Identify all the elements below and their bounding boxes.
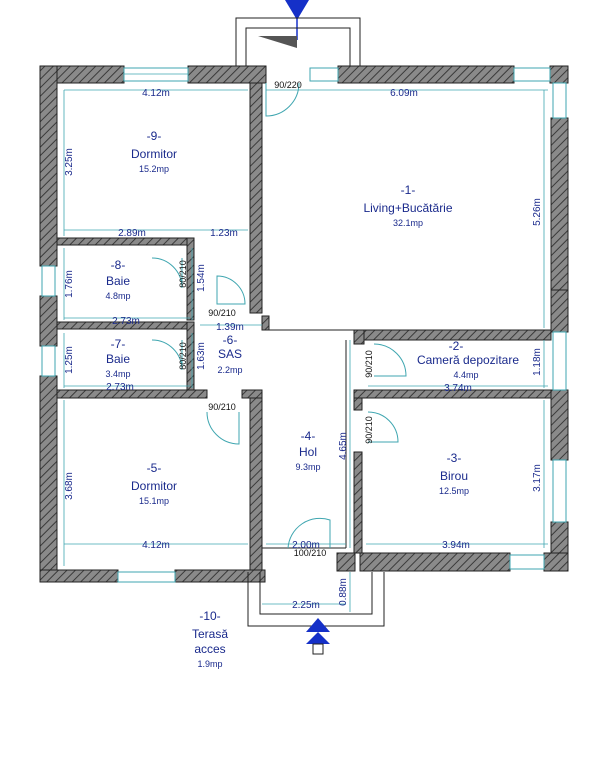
door-labels: 90/220 80/210 90/210 80/210 90/210 90/21… bbox=[178, 80, 374, 558]
hol-door-swing bbox=[287, 517, 331, 549]
dim-birou-w: 3.94m bbox=[442, 540, 470, 551]
room-1-area: 32.1mp bbox=[393, 218, 423, 228]
room-6-label: -6- SAS 2.2mp bbox=[217, 333, 242, 375]
dimension-labels: 4.12m 6.09m 3.25m 2.89m 1.23m 1.76m 1.54… bbox=[64, 88, 543, 611]
dim-top-right: 6.09m bbox=[390, 88, 418, 99]
entrance-arrow-icon bbox=[285, 0, 309, 20]
outer-walls bbox=[39, 65, 569, 583]
room-5-area: 15.1mp bbox=[139, 496, 169, 506]
room-1-number: -1- bbox=[401, 183, 416, 197]
dim-123: 1.23m bbox=[210, 228, 238, 239]
room-7-name: Baie bbox=[106, 352, 130, 366]
room-2-number: -2- bbox=[449, 339, 464, 353]
interior-outlines bbox=[261, 83, 354, 549]
dim-left-upper: 3.25m bbox=[64, 148, 75, 176]
room-5-label: -5- Dormitor 15.1mp bbox=[131, 461, 177, 506]
dim-bottom-left: 4.12m bbox=[142, 540, 170, 551]
room-3-number: -3- bbox=[447, 451, 462, 465]
room-6-name: SAS bbox=[218, 347, 242, 361]
door-entry-label: 90/220 bbox=[274, 80, 302, 90]
door-80-lower-label: 80/210 bbox=[178, 342, 188, 370]
dim-dep-h: 1.18m bbox=[532, 348, 543, 376]
room-10-name-2: acces bbox=[194, 642, 225, 656]
room-9-name: Dormitor bbox=[131, 147, 177, 161]
room-10-name-1: Terasă bbox=[192, 627, 228, 641]
dormitor-door-swing bbox=[206, 411, 240, 445]
dim-125: 1.25m bbox=[64, 346, 75, 374]
door-dormitor-label: 90/210 bbox=[208, 402, 236, 412]
entrance-top bbox=[235, 0, 361, 66]
room-4-label: -4- Hol 9.3mp bbox=[295, 429, 320, 472]
terrace bbox=[247, 572, 385, 655]
windows bbox=[41, 67, 567, 583]
dimension-lines bbox=[63, 89, 548, 612]
room-10-number: -10- bbox=[199, 609, 220, 623]
room-4-name: Hol bbox=[299, 445, 317, 459]
room-4-number: -4- bbox=[301, 429, 316, 443]
room-8-number: -8- bbox=[111, 258, 126, 272]
room-2-name: Cameră depozitare bbox=[417, 353, 519, 367]
dim-hol-h: 4.65m bbox=[338, 432, 349, 460]
dim-hol-w: 2.00m bbox=[292, 540, 320, 551]
room-6-number: -6- bbox=[223, 333, 238, 347]
door-birou-label: 90/210 bbox=[364, 416, 374, 444]
room-2-label: -2- Cameră depozitare 4.4mp bbox=[417, 339, 519, 380]
room-10-label: -10- Terasă acces 1.9mp bbox=[192, 609, 228, 669]
room-8-name: Baie bbox=[106, 274, 130, 288]
birou-door-swing bbox=[367, 411, 399, 443]
dim-baie7-w: 2.73m bbox=[106, 382, 134, 393]
dim-526: 5.26m bbox=[532, 198, 543, 226]
room-10-area: 1.9mp bbox=[197, 659, 222, 669]
dim-terasa-w: 2.25m bbox=[292, 600, 320, 611]
room-7-number: -7- bbox=[111, 337, 126, 351]
dim-baie8-w: 2.73m bbox=[112, 316, 140, 327]
room-8-area: 4.8mp bbox=[105, 291, 130, 301]
room-9-number: -9- bbox=[147, 129, 162, 143]
door-sas-label: 90/210 bbox=[208, 308, 236, 318]
room-7-area: 3.4mp bbox=[105, 369, 130, 379]
room-1-label: -1- Living+Bucătărie 32.1mp bbox=[363, 183, 452, 228]
room-4-area: 9.3mp bbox=[295, 462, 320, 472]
room-3-label: -3- Birou 12.5mp bbox=[439, 451, 469, 496]
dim-terasa-h: 0.88m bbox=[338, 578, 349, 606]
room-6-area: 2.2mp bbox=[217, 365, 242, 375]
baie7-door-swing bbox=[151, 339, 183, 371]
interior-walls bbox=[56, 82, 552, 571]
entry-door-swing bbox=[265, 82, 300, 117]
dim-sas-w: 1.39m bbox=[216, 322, 244, 333]
room-9-area: 15.2mp bbox=[139, 164, 169, 174]
dim-368: 3.68m bbox=[64, 472, 75, 500]
room-5-number: -5- bbox=[147, 461, 162, 475]
room-1-name: Living+Bucătărie bbox=[363, 201, 452, 215]
depozitare-door-swing bbox=[373, 343, 407, 377]
baie8-door-swing bbox=[151, 257, 183, 289]
dim-dep-w: 3.74m bbox=[444, 383, 472, 394]
dim-289: 2.89m bbox=[118, 228, 146, 239]
room-5-name: Dormitor bbox=[131, 479, 177, 493]
sas-door-swing bbox=[216, 275, 246, 305]
door-80-upper-label: 80/210 bbox=[178, 260, 188, 288]
room-2-area: 4.4mp bbox=[453, 370, 478, 380]
room-9-label: -9- Dormitor 15.2mp bbox=[131, 129, 177, 174]
doors bbox=[151, 82, 407, 549]
dim-154: 1.54m bbox=[196, 264, 207, 292]
room-3-name: Birou bbox=[440, 469, 468, 483]
entrance-bottom-arrow-icon bbox=[306, 618, 330, 632]
dim-birou-h: 3.17m bbox=[532, 464, 543, 492]
room-3-area: 12.5mp bbox=[439, 486, 469, 496]
door-hol-label: 100/210 bbox=[294, 548, 327, 558]
room-8-label: -8- Baie 4.8mp bbox=[105, 258, 130, 301]
room-7-label: -7- Baie 3.4mp bbox=[105, 337, 130, 379]
door-depozitare-label: 90/210 bbox=[364, 350, 374, 378]
dim-top-left: 4.12m bbox=[142, 88, 170, 99]
dim-176: 1.76m bbox=[64, 270, 75, 298]
dim-163: 1.63m bbox=[196, 342, 207, 370]
